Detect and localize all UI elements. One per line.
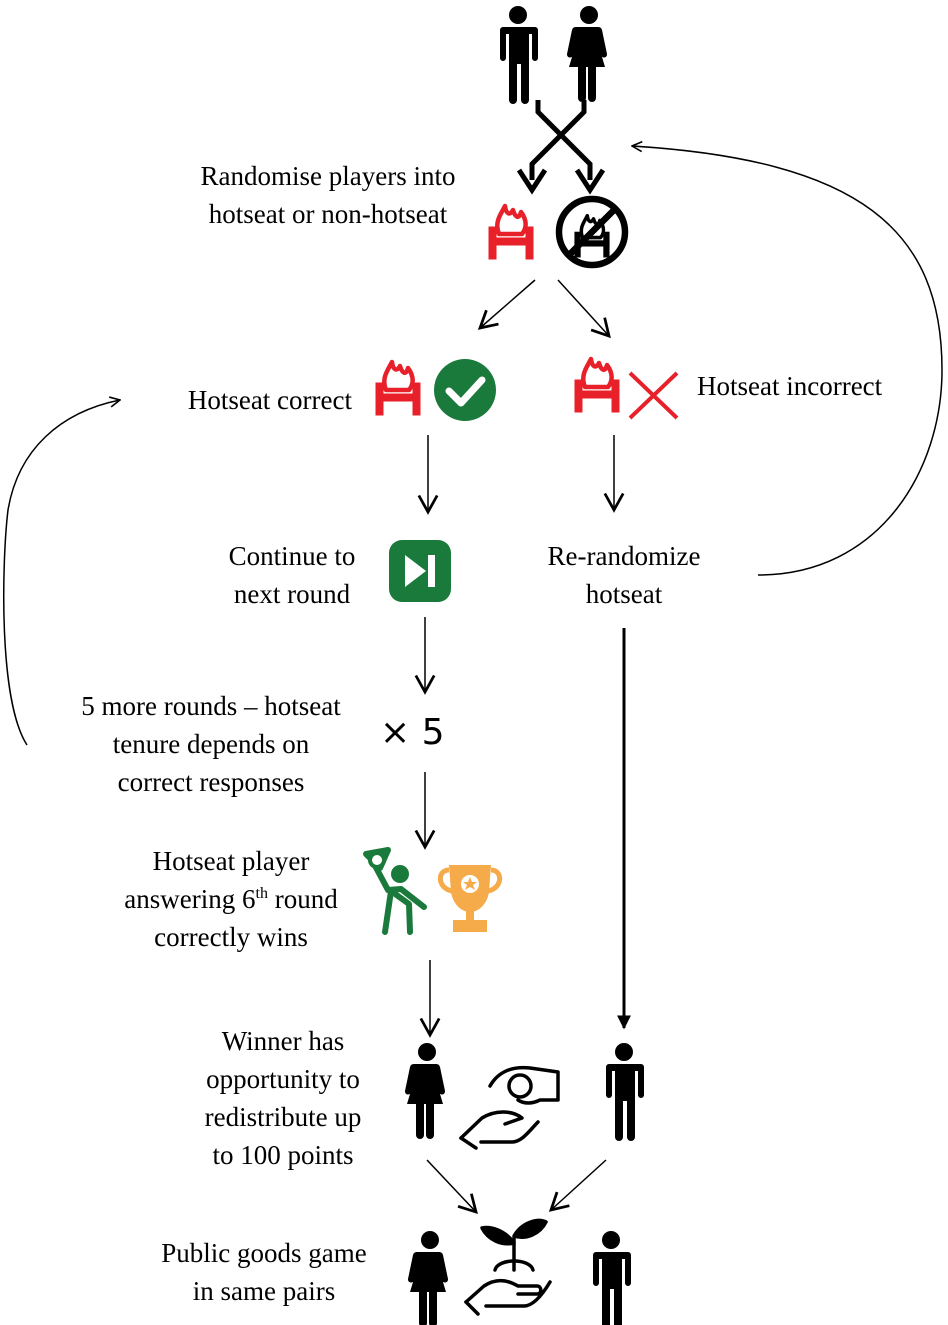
times-five-label: × 5: [380, 712, 445, 753]
rerandomize-line-1: Re-randomize: [547, 541, 701, 571]
hotseat-wins-line-2-b: round: [267, 884, 338, 914]
man-icon-bottom: [593, 1231, 631, 1325]
cross-icon: [628, 371, 679, 420]
redistribute-line-4: to 100 points: [212, 1140, 354, 1170]
hotseat-wins-line-2-a: answering 6: [124, 884, 256, 914]
public-goods-line-1: Public goods game: [161, 1238, 367, 1268]
hotseat-wins-line-3: correctly wins: [154, 922, 308, 952]
redistribute-line-1: Winner has: [221, 1026, 345, 1056]
continue-line-1: Continue to: [228, 541, 356, 571]
rerandomize-label: Re-randomize hotseat: [518, 537, 730, 613]
redistribute-line-2: opportunity to: [206, 1064, 360, 1094]
arrow-to-hotseat-correct: [477, 279, 536, 330]
woman-icon-top: [566, 6, 608, 102]
hotseat-wins-line-2-sup: th: [255, 885, 268, 902]
continue-line-2: next round: [233, 579, 351, 609]
more-rounds-line-1: 5 more rounds – hotseat: [81, 691, 341, 721]
woman-icon-winner: [404, 1043, 446, 1139]
redistribute-line-3: redistribute up: [204, 1102, 362, 1132]
hotseat-wins-line-1: Hotseat player: [152, 846, 310, 876]
arrow-rerandomize-loop-back: [632, 146, 943, 576]
hot-seat-icon-top: [489, 206, 533, 259]
no-hot-seat-icon: [555, 195, 629, 269]
man-icon-top: [500, 6, 538, 104]
hotseat-wins-line-2: answering 6th round: [96, 880, 366, 918]
redistribute-label: Winner has opportunity to redistribute u…: [170, 1022, 396, 1174]
hot-seat-icon-incorrect: [575, 359, 619, 412]
arrow-nonwinner-to-public-goods: [548, 1159, 607, 1212]
celebrating-person-icon: [363, 847, 427, 935]
plant-in-hand-icon: [464, 1218, 552, 1316]
randomise-line-1: Randomise players into: [200, 161, 456, 191]
randomise-label: Randomise players into hotseat or non-ho…: [168, 157, 488, 233]
trophy-icon: [437, 865, 503, 932]
checkmark-circle-icon: [434, 359, 496, 421]
arrow-rounds-loop-back: [2, 400, 120, 746]
more-rounds-line-2: tenure depends on: [112, 729, 310, 759]
hot-seat-icon-correct: [376, 362, 420, 415]
arrow-winner-to-public-goods: [426, 1159, 478, 1215]
hotseat-wins-label: Hotseat player answering 6th round corre…: [96, 842, 366, 956]
randomise-cross-arrows: [516, 100, 606, 195]
more-rounds-line-3: correct responses: [117, 767, 305, 797]
randomise-line-2: hotseat or non-hotseat: [208, 199, 448, 229]
woman-icon-bottom: [407, 1231, 449, 1325]
hotseat-incorrect-label: Hotseat incorrect: [697, 371, 883, 401]
man-icon-nonwinner: [606, 1043, 644, 1141]
hotseat-correct-label: Hotseat correct: [187, 385, 352, 415]
give-coin-icon: [459, 1065, 560, 1150]
arrow-to-hotseat-incorrect: [557, 279, 611, 339]
skip-next-icon: [389, 540, 451, 602]
public-goods-label: Public goods game in same pairs: [130, 1234, 398, 1310]
rerandomize-line-2: hotseat: [585, 579, 663, 609]
public-goods-line-2: in same pairs: [192, 1276, 336, 1306]
continue-label: Continue to next round: [196, 537, 388, 613]
more-rounds-label: 5 more rounds – hotseat tenure depends o…: [46, 687, 376, 801]
